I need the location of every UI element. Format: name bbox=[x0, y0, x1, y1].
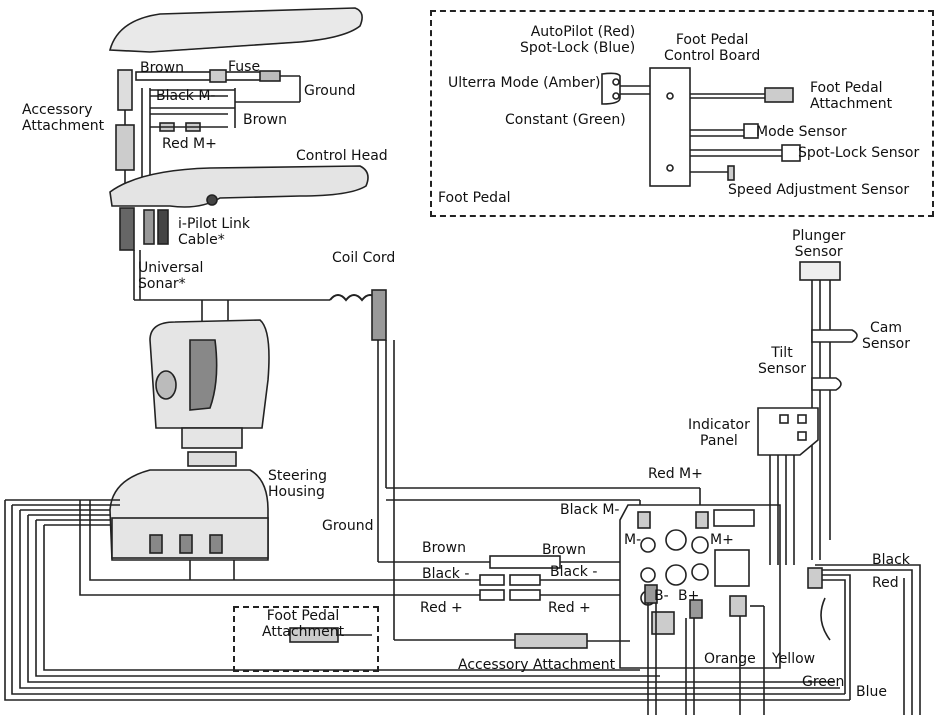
label-coil-cord: Coil Cord bbox=[332, 250, 396, 266]
label-orange: Orange bbox=[704, 651, 756, 667]
label-m-plus: M+ bbox=[710, 532, 734, 548]
label-black-m-top: Black M- bbox=[156, 88, 216, 104]
label-brown-right: Brown bbox=[542, 542, 586, 558]
label-ground-mid: Ground bbox=[322, 518, 374, 534]
label-brown-left: Brown bbox=[422, 540, 466, 556]
indicator-panel bbox=[757, 407, 819, 456]
label-blue: Blue bbox=[856, 684, 887, 700]
label-red-plus-right: Red + bbox=[548, 600, 591, 616]
label-accessory-attachment-top: Accessory Attachment bbox=[22, 102, 105, 134]
label-red-right: Red bbox=[872, 575, 899, 591]
label-yellow: Yellow bbox=[772, 651, 816, 667]
label-universal-sonar: Universal Sonar* bbox=[138, 260, 204, 292]
label-mode-sensor: Mode Sensor bbox=[756, 124, 847, 140]
label-spot-lock-sensor: Spot-Lock Sensor bbox=[798, 145, 920, 161]
foot-pedal-box bbox=[430, 10, 934, 217]
label-control-head: Control Head bbox=[296, 148, 388, 164]
label-steering-housing: Steering Housing bbox=[268, 468, 328, 500]
label-foot-pedal-attachment-right: Foot Pedal Attachment bbox=[810, 80, 893, 112]
label-foot-pedal-attachment-bottom: Foot Pedal Attachment bbox=[262, 608, 345, 640]
label-red-m-top: Red M+ bbox=[162, 136, 217, 152]
label-cam-sensor: Cam Sensor bbox=[862, 320, 910, 352]
label-b-plus: B+ bbox=[678, 588, 700, 604]
label-ulterra-mode: Ulterra Mode (Amber) bbox=[448, 75, 601, 91]
label-brown-mid: Brown bbox=[243, 112, 287, 128]
main-board bbox=[619, 504, 781, 669]
label-green: Green bbox=[802, 674, 845, 690]
label-red-plus-left: Red + bbox=[420, 600, 463, 616]
label-fuse: Fuse bbox=[228, 59, 261, 75]
label-plunger-sensor: Plunger Sensor bbox=[792, 228, 846, 260]
label-b-minus: B- bbox=[654, 588, 669, 604]
label-black-minus-right: Black - bbox=[550, 564, 598, 580]
label-brown-top: Brown bbox=[140, 60, 184, 76]
foot-pedal-attachment-box bbox=[233, 606, 379, 672]
label-tilt-sensor: Tilt Sensor bbox=[758, 345, 806, 377]
label-foot-pedal-control-board: Foot Pedal Control Board bbox=[664, 32, 761, 64]
label-autopilot: AutoPilot (Red) Spot-Lock (Blue) bbox=[520, 24, 636, 56]
label-constant: Constant (Green) bbox=[505, 112, 626, 128]
label-red-m-board: Red M+ bbox=[648, 466, 703, 482]
top-housing bbox=[108, 7, 363, 53]
label-black-minus-left: Black - bbox=[422, 566, 470, 582]
label-speed-adjustment-sensor: Speed Adjustment Sensor bbox=[728, 182, 910, 198]
label-foot-pedal-box: Foot Pedal bbox=[438, 190, 511, 206]
label-m-minus: M- bbox=[624, 532, 642, 548]
label-indicator-panel: Indicator Panel bbox=[688, 417, 750, 449]
label-ground-top: Ground bbox=[304, 83, 356, 99]
label-black-right: Black bbox=[872, 552, 910, 568]
control-head bbox=[109, 165, 369, 208]
label-accessory-attachment-bottom: Accessory Attachment bbox=[458, 657, 616, 673]
label-ipilot-link: i-Pilot Link Cable* bbox=[178, 216, 251, 248]
label-black-m-board: Black M- bbox=[560, 502, 620, 518]
